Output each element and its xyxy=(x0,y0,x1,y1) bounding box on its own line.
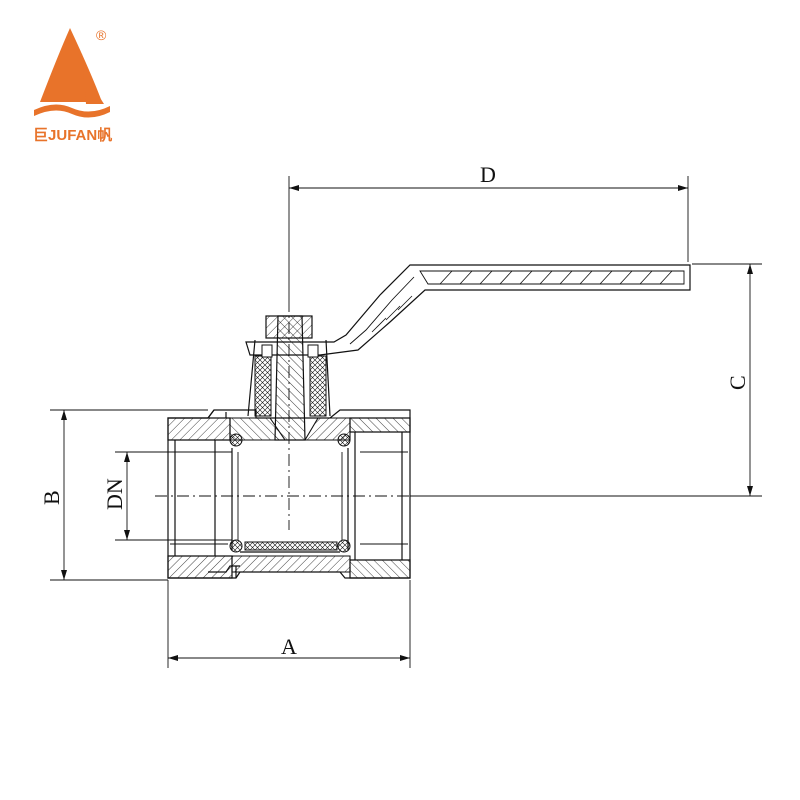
brand-name-cn-right: 帆 xyxy=(97,126,112,144)
valve-stem xyxy=(247,315,331,441)
brand-name-cn-left: 巨 xyxy=(33,127,48,144)
dimension-label-b: B xyxy=(39,490,64,505)
dimension-label-c: C xyxy=(725,375,750,390)
sail-inner-icon xyxy=(82,54,104,104)
dimension-a: A xyxy=(167,580,411,668)
registered-mark: ® xyxy=(96,27,107,43)
dimension-label-a: A xyxy=(281,634,297,659)
dimension-b: B xyxy=(39,409,208,581)
valve-body xyxy=(167,409,411,579)
dimension-label-dn: DN xyxy=(102,478,127,510)
dimension-label-d: D xyxy=(480,162,496,187)
lever-handle xyxy=(245,264,691,356)
dimension-dn: DN xyxy=(102,451,232,541)
brand-logo: ® 巨JUFAN帆 xyxy=(33,27,112,144)
brand-name-en: JUFAN xyxy=(48,127,97,144)
wave-icon xyxy=(34,104,110,118)
svg-text:巨JUFAN帆: 巨JUFAN帆 xyxy=(33,126,112,144)
dimension-d: D xyxy=(288,162,689,300)
center-lines xyxy=(155,300,762,530)
dimension-c: C xyxy=(410,263,762,497)
